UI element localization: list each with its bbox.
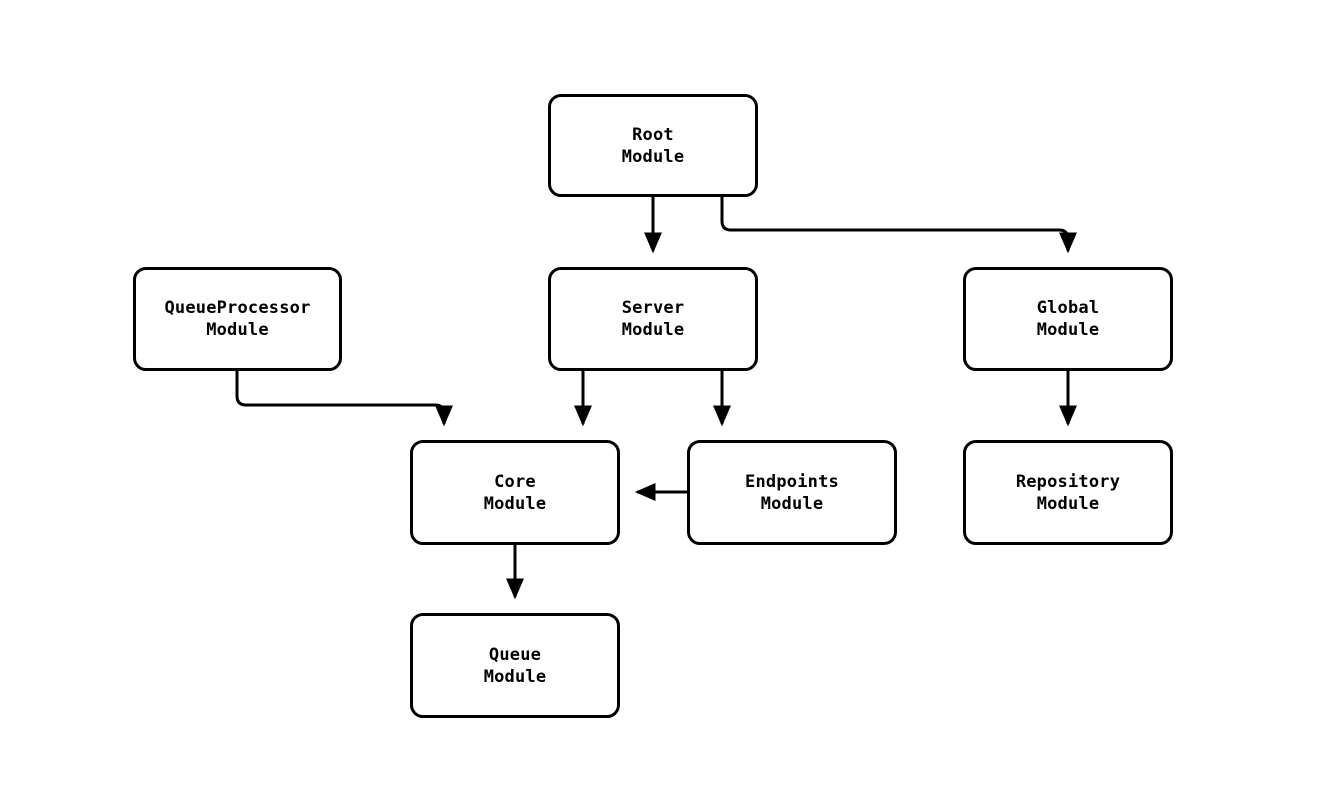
node-label-repository: Repository Module	[1015, 471, 1121, 514]
edge-root-to-global	[720, 197, 1077, 254]
node-root[interactable]: Root Module	[548, 94, 758, 197]
node-label-server: Server Module	[621, 298, 685, 340]
node-global[interactable]: Global Module	[963, 267, 1173, 371]
node-label-core: Core Module	[483, 471, 547, 514]
node-core[interactable]: Core Module	[410, 440, 620, 545]
node-label-queue: Queue Module	[483, 644, 547, 687]
node-label-endpoints: Endpoints Module	[745, 471, 839, 514]
edge-queueprocessor-to-core	[235, 371, 453, 427]
node-label-global: Global Module	[1036, 298, 1100, 340]
node-endpoints[interactable]: Endpoints Module	[687, 440, 897, 545]
node-label-root: Root Module	[621, 124, 685, 167]
edges-group	[235, 197, 1077, 600]
node-server[interactable]: Server Module	[548, 267, 758, 371]
node-queue[interactable]: Queue Module	[410, 613, 620, 718]
node-label-queueprocessor: QueueProcessor Module	[164, 298, 311, 340]
node-queueprocessor[interactable]: QueueProcessor Module	[133, 267, 342, 371]
node-repository[interactable]: Repository Module	[963, 440, 1173, 545]
